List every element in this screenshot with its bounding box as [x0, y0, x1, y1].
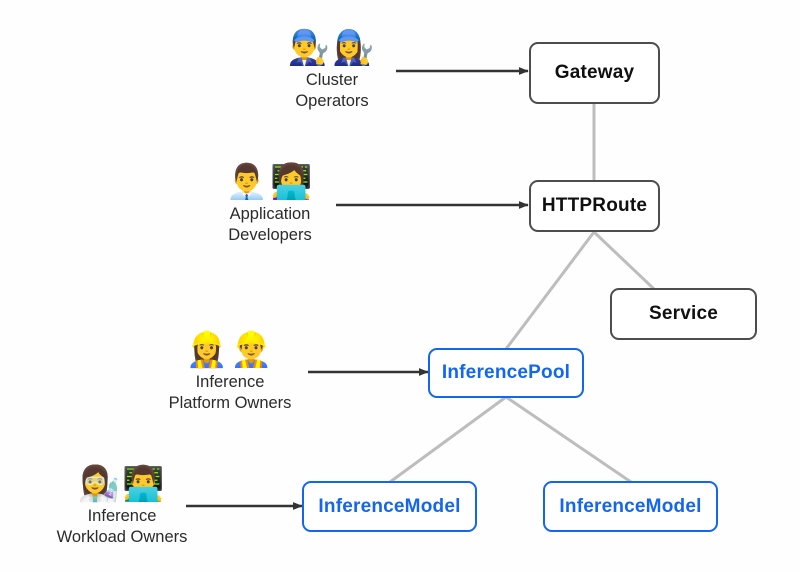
persona-label-line1: Cluster: [305, 71, 359, 89]
persona-label-inference-workload-owners: Inference Workload Owners: [57, 506, 188, 548]
persona-application-developers: 👨‍💼👩‍💻 Application Developers: [196, 162, 344, 246]
node-label-gateway: Gateway: [554, 62, 635, 83]
persona-label-line1: Application: [229, 205, 311, 223]
persona-inference-platform-owners: 👷‍♀️👷‍♂️ Inference Platform Owners: [156, 330, 304, 414]
connector-httproute-to-service: [592, 230, 656, 291]
node-gateway[interactable]: Gateway: [529, 42, 660, 104]
persona-label-line2: Platform Owners: [168, 394, 292, 412]
node-httproute[interactable]: HTTPRoute: [529, 180, 660, 232]
persona-label-line2: Developers: [228, 226, 312, 244]
persona-label-cluster-operators: Cluster Operators: [295, 70, 368, 112]
persona-label-line2: Operators: [295, 92, 369, 110]
office-worker-technologist-people-icon: 👨‍💼👩‍💻: [225, 162, 315, 202]
node-label-service: Service: [648, 303, 718, 324]
scientist-technologist-people-icon: 👩‍🔬👨‍💻: [77, 464, 167, 504]
connector-httproute-to-inferencepool: [504, 231, 596, 350]
construction-worker-people-icon: 👷‍♀️👷‍♂️: [185, 330, 275, 370]
mechanic-people-icon: 👨‍🔧👩‍🔧: [287, 28, 377, 68]
persona-inference-workload-owners: 👩‍🔬👨‍💻 Inference Workload Owners: [48, 464, 196, 548]
node-label-httproute: HTTPRoute: [541, 195, 648, 216]
connector-inferencepool-to-inferencemodel-right: [505, 395, 632, 484]
persona-label-line2: Workload Owners: [56, 528, 188, 546]
node-service[interactable]: Service: [610, 288, 757, 340]
persona-label-line1: Inference: [87, 507, 157, 525]
connector-inferencepool-to-inferencemodel-left: [389, 395, 507, 484]
node-inferencemodel-left[interactable]: InferenceModel: [302, 481, 477, 532]
persona-label-line1: Inference: [195, 373, 265, 391]
node-label-inferencemodel-left: InferenceModel: [318, 495, 461, 517]
node-inferencepool[interactable]: InferencePool: [428, 348, 584, 398]
persona-label-inference-platform-owners: Inference Platform Owners: [169, 372, 292, 414]
persona-label-application-developers: Application Developers: [228, 204, 311, 246]
node-label-inferencemodel-right: InferenceModel: [559, 495, 702, 517]
node-inferencemodel-right[interactable]: InferenceModel: [543, 481, 718, 532]
persona-cluster-operators: 👨‍🔧👩‍🔧 Cluster Operators: [258, 28, 406, 112]
node-label-inferencepool: InferencePool: [441, 362, 571, 383]
